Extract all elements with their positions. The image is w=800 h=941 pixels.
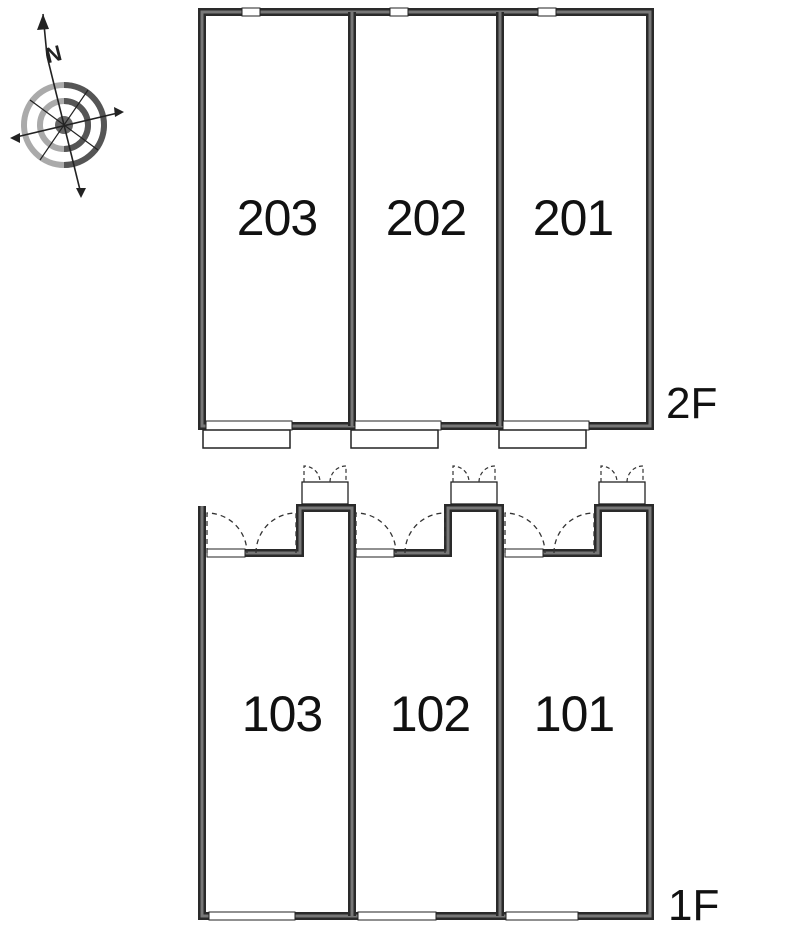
unit-101-label: 101 [534, 686, 614, 742]
unit-201-label: 201 [533, 190, 613, 246]
floor-1f: 103 102 101 [198, 465, 654, 921]
entry-box-101 [598, 465, 646, 505]
floor-2f-label: 2F [666, 379, 717, 428]
floor-1f-label: 1F [668, 881, 719, 930]
unit-202-label: 202 [386, 190, 466, 246]
compass-north-letter: N [43, 40, 64, 68]
compass-rose-icon: N [10, 13, 124, 198]
entry-box-103 [301, 465, 349, 505]
unit-203-label: 203 [237, 190, 317, 246]
floor-2f: 203 202 201 [198, 7, 654, 449]
unit-102-label: 102 [390, 686, 470, 742]
unit-103-label: 103 [242, 686, 322, 742]
entry-box-102 [450, 465, 498, 505]
